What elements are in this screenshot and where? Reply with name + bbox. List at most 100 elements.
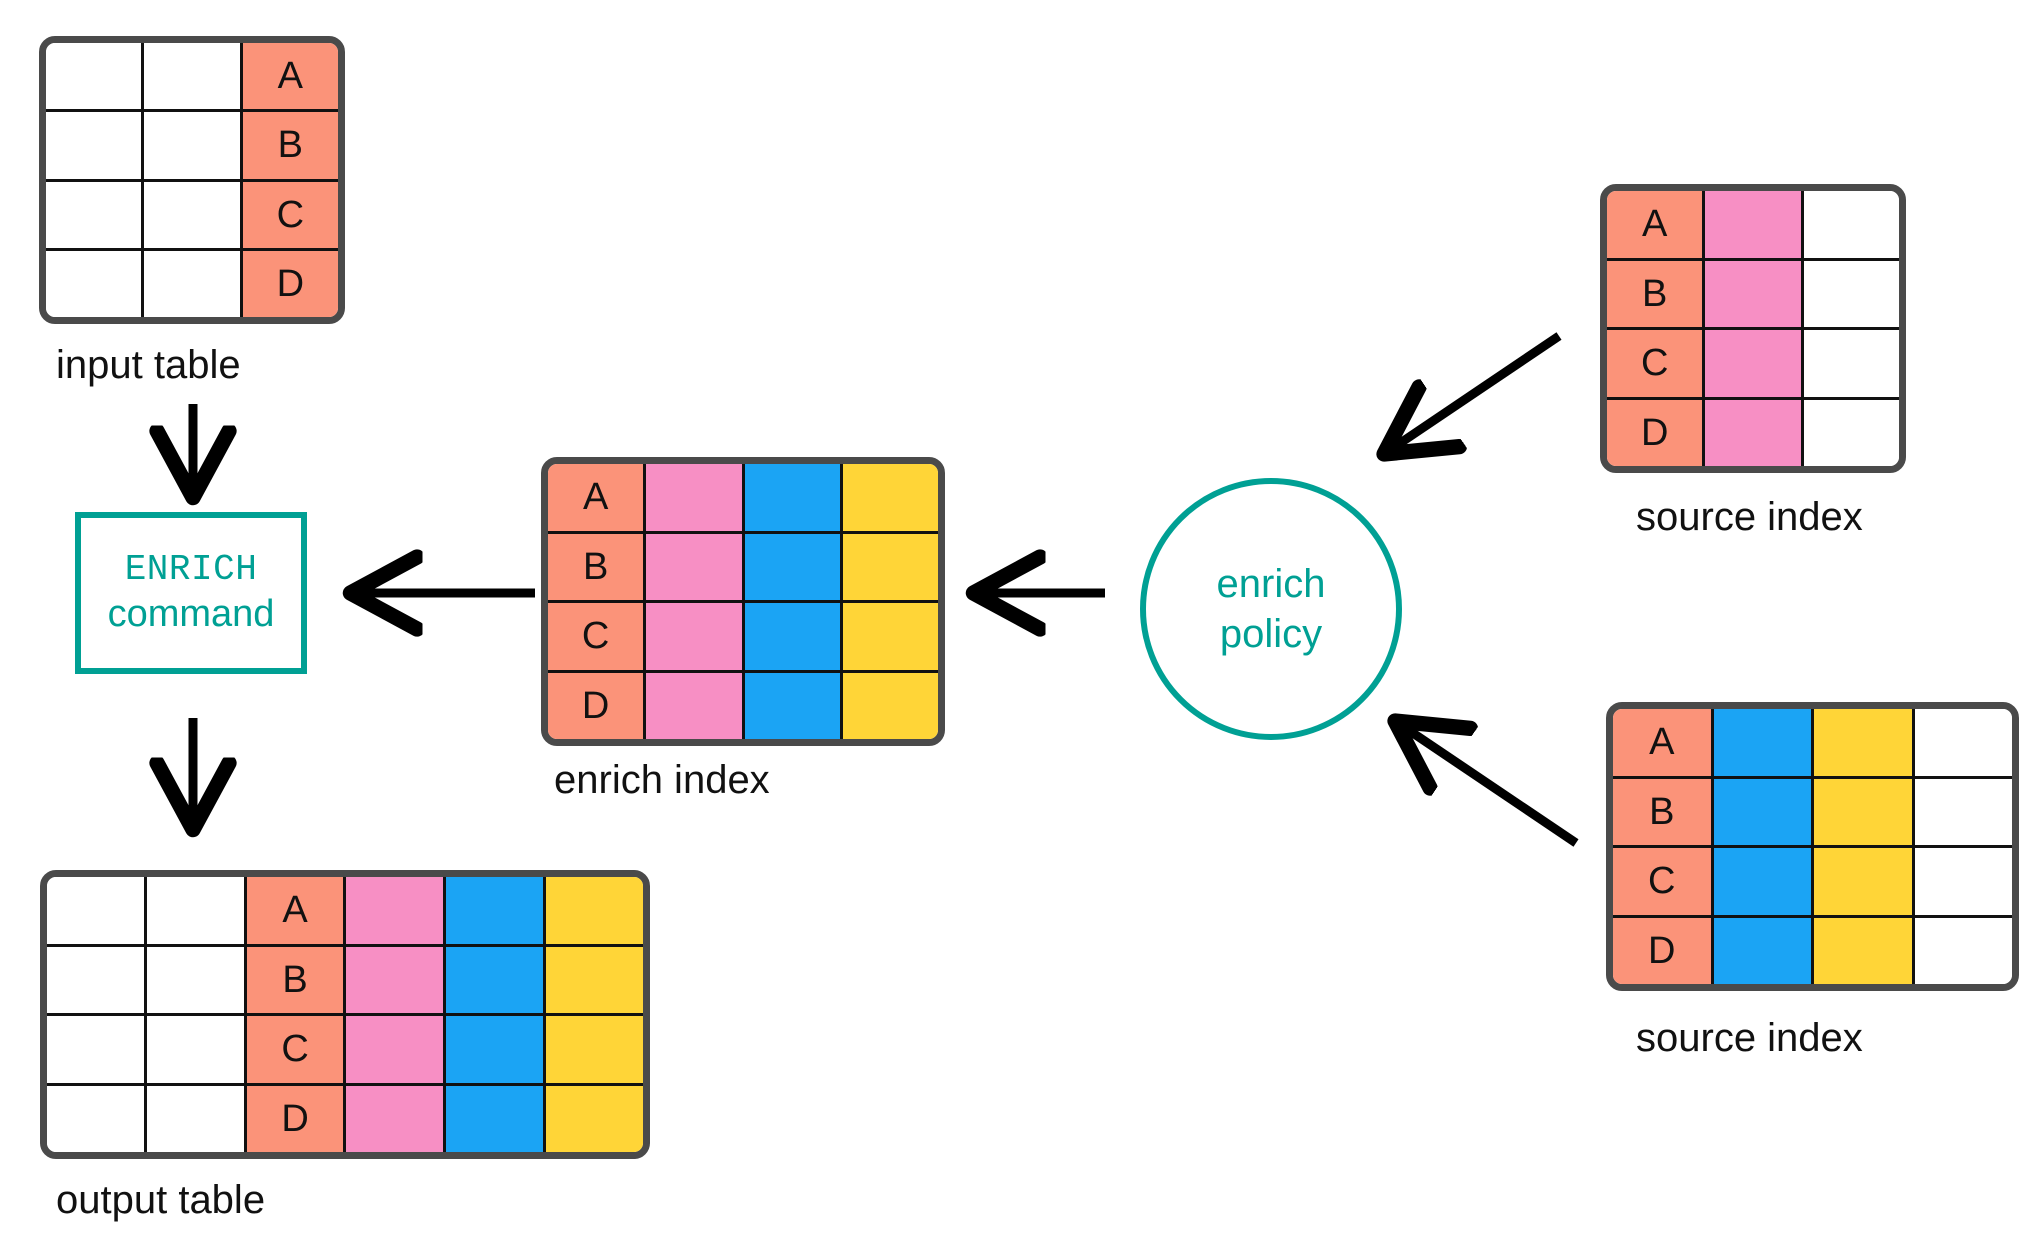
cell-key: D (239, 250, 338, 317)
cell-key: B (548, 533, 644, 600)
cell-blank (47, 946, 144, 1013)
input-table-caption: input table (56, 343, 241, 387)
cell-key: C (243, 1016, 344, 1083)
cell-blank (143, 1016, 244, 1083)
table-row: D (548, 669, 938, 739)
table-row: D (1607, 396, 1899, 466)
cell-blank (46, 181, 142, 248)
cell-blank (141, 181, 240, 248)
cell-field-2 (741, 672, 840, 739)
cell-blank (141, 112, 240, 179)
table-row: B (1613, 775, 2012, 845)
enrich-policy-node[interactable]: enrich policy (1140, 478, 1402, 740)
enrich-command-line2: command (107, 592, 275, 635)
cell-key: C (548, 603, 644, 670)
cell-field-1 (643, 533, 742, 600)
cell-field-1 (343, 1016, 444, 1083)
enrich-index-caption: enrich index (554, 758, 770, 802)
cell-key: C (1613, 848, 1711, 915)
cell-field-2 (741, 533, 840, 600)
output-table: A B C D (40, 870, 650, 1159)
cell-unused (1911, 848, 2012, 915)
cell-field-2 (1710, 778, 1811, 845)
cell-blank (46, 43, 142, 110)
table-row: A (1607, 191, 1899, 258)
table-row: D (46, 247, 338, 317)
cell-field-1 (643, 672, 742, 739)
cell-key: A (243, 877, 344, 944)
output-table-caption: output table (56, 1178, 266, 1222)
cell-field-1 (1702, 399, 1801, 466)
enrich-command-box[interactable]: ENRICH command (75, 512, 307, 674)
cell-blank (141, 250, 240, 317)
cell-key: B (239, 112, 338, 179)
source-index-bottom-caption: source index (1636, 1016, 1863, 1060)
cell-key: D (1607, 399, 1703, 466)
cell-field-3 (839, 464, 938, 531)
arrow-source-index-bottom-to-enrich-policy (1398, 723, 1579, 847)
table-row: C (548, 600, 938, 670)
cell-field-3 (543, 1085, 643, 1152)
cell-unused (1911, 709, 2012, 776)
cell-blank (47, 1085, 144, 1152)
cell-key: A (1613, 709, 1711, 776)
cell-field-2 (443, 877, 544, 944)
cell-unused (1800, 330, 1899, 397)
cell-field-1 (1702, 191, 1801, 258)
table-row: B (548, 530, 938, 600)
cell-key: B (243, 946, 344, 1013)
table-row: C (46, 178, 338, 248)
cell-unused (1800, 399, 1899, 466)
cell-field-2 (443, 1085, 544, 1152)
cell-field-3 (839, 533, 938, 600)
table-row: D (47, 1082, 643, 1152)
cell-unused (1800, 191, 1899, 258)
cell-blank (141, 43, 240, 110)
table-row: B (47, 943, 643, 1013)
arrow-source-index-top-to-enrich-policy (1387, 332, 1562, 452)
cell-field-1 (343, 877, 444, 944)
cell-blank (46, 112, 142, 179)
cell-blank (47, 877, 144, 944)
cell-field-1 (643, 603, 742, 670)
cell-field-3 (839, 672, 938, 739)
cell-field-1 (343, 1085, 444, 1152)
cell-field-3 (839, 603, 938, 670)
cell-key: D (243, 1085, 344, 1152)
cell-field-1 (343, 946, 444, 1013)
source-index-top-table: A B C D (1600, 184, 1906, 473)
table-row: B (46, 109, 338, 179)
table-row: A (548, 464, 938, 531)
cell-unused (1800, 260, 1899, 327)
cell-blank (143, 946, 244, 1013)
cell-field-1 (1702, 330, 1801, 397)
cell-blank (46, 250, 142, 317)
source-index-bottom-table: A B C D (1606, 702, 2019, 991)
cell-key: A (548, 464, 644, 531)
cell-key: D (1613, 917, 1711, 984)
table-row: A (1613, 709, 2012, 776)
cell-blank (143, 877, 244, 944)
table-row: C (1613, 845, 2012, 915)
cell-key: C (1607, 330, 1703, 397)
table-row: D (1613, 914, 2012, 984)
enrich-command-line1: ENRICH (124, 549, 258, 591)
cell-field-3 (1811, 709, 1912, 776)
cell-field-2 (741, 603, 840, 670)
table-row: B (1607, 257, 1899, 327)
cell-key: D (548, 672, 644, 739)
table-row: A (47, 877, 643, 944)
enrich-index-table: A B C D (541, 457, 945, 746)
table-row: C (47, 1013, 643, 1083)
cell-key: C (239, 181, 338, 248)
cell-field-2 (1710, 917, 1811, 984)
cell-key: B (1607, 260, 1703, 327)
table-row: C (1607, 327, 1899, 397)
cell-field-2 (443, 946, 544, 1013)
cell-blank (47, 1016, 144, 1083)
input-table: A B C D (39, 36, 345, 324)
cell-key: A (239, 43, 338, 110)
cell-field-3 (543, 877, 643, 944)
enrich-policy-line2: policy (1219, 612, 1323, 656)
cell-field-2 (741, 464, 840, 531)
